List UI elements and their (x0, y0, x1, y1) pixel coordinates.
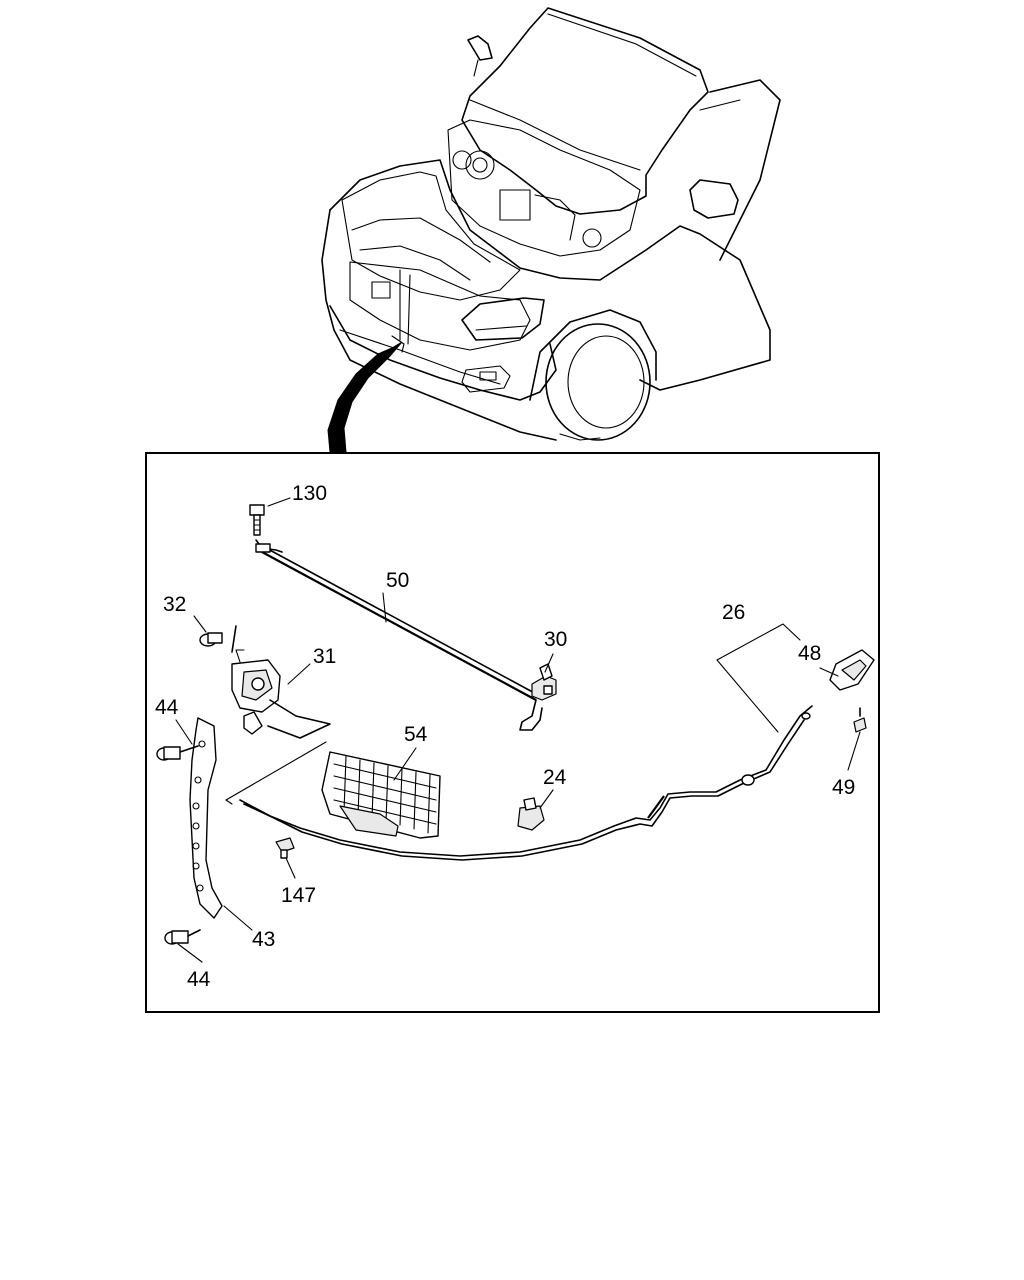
release-cable-26 (225, 705, 813, 861)
callout-43: 43 (252, 928, 275, 951)
callout-130: 130 (292, 482, 327, 505)
callout-49: 49 (832, 776, 855, 799)
front-wheel-arch (529, 309, 657, 401)
bolt-44-upper (156, 745, 199, 761)
rod-clip-30 (531, 663, 557, 701)
bolt-44-lower (164, 929, 201, 945)
callout-48: 48 (798, 642, 821, 665)
release-handle-48 (829, 649, 875, 691)
radiator-support (349, 261, 531, 351)
cable-clip-24 (517, 797, 545, 831)
callout-26: 26 (722, 601, 745, 624)
screw-49 (853, 707, 867, 733)
side-mirror-left (467, 35, 493, 61)
cover-54 (321, 751, 441, 839)
front-body (329, 159, 771, 391)
engine-bay (341, 171, 521, 301)
latch-bracket-43 (189, 717, 223, 919)
callout-31: 31 (313, 645, 336, 668)
hood-latch-31 (231, 649, 331, 739)
cowl-panel (447, 119, 641, 257)
clip-147 (275, 837, 295, 859)
callout-44-upper: 44 (155, 696, 179, 719)
callout-30: 30 (544, 628, 567, 651)
hood-panel (461, 7, 709, 215)
detail-frame (145, 452, 880, 1013)
vehicle-front-illustration (321, 7, 781, 453)
callout-50: 50 (386, 569, 409, 592)
bolt-130 (249, 504, 265, 536)
bolt-32 (199, 625, 237, 653)
callout-32: 32 (163, 593, 186, 616)
side-mirror-right (689, 179, 739, 219)
callout-24: 24 (543, 766, 567, 789)
callout-54: 54 (404, 723, 428, 746)
callout-44-lower: 44 (187, 968, 211, 991)
headlight (461, 297, 545, 341)
hood-support-rod-50 (255, 539, 543, 731)
callout-147: 147 (281, 884, 316, 907)
detail-pointer-arrow (327, 341, 403, 453)
front-bumper (329, 305, 557, 401)
fog-lamp (461, 365, 511, 393)
leader-lines (175, 497, 861, 963)
front-tire (545, 323, 651, 441)
